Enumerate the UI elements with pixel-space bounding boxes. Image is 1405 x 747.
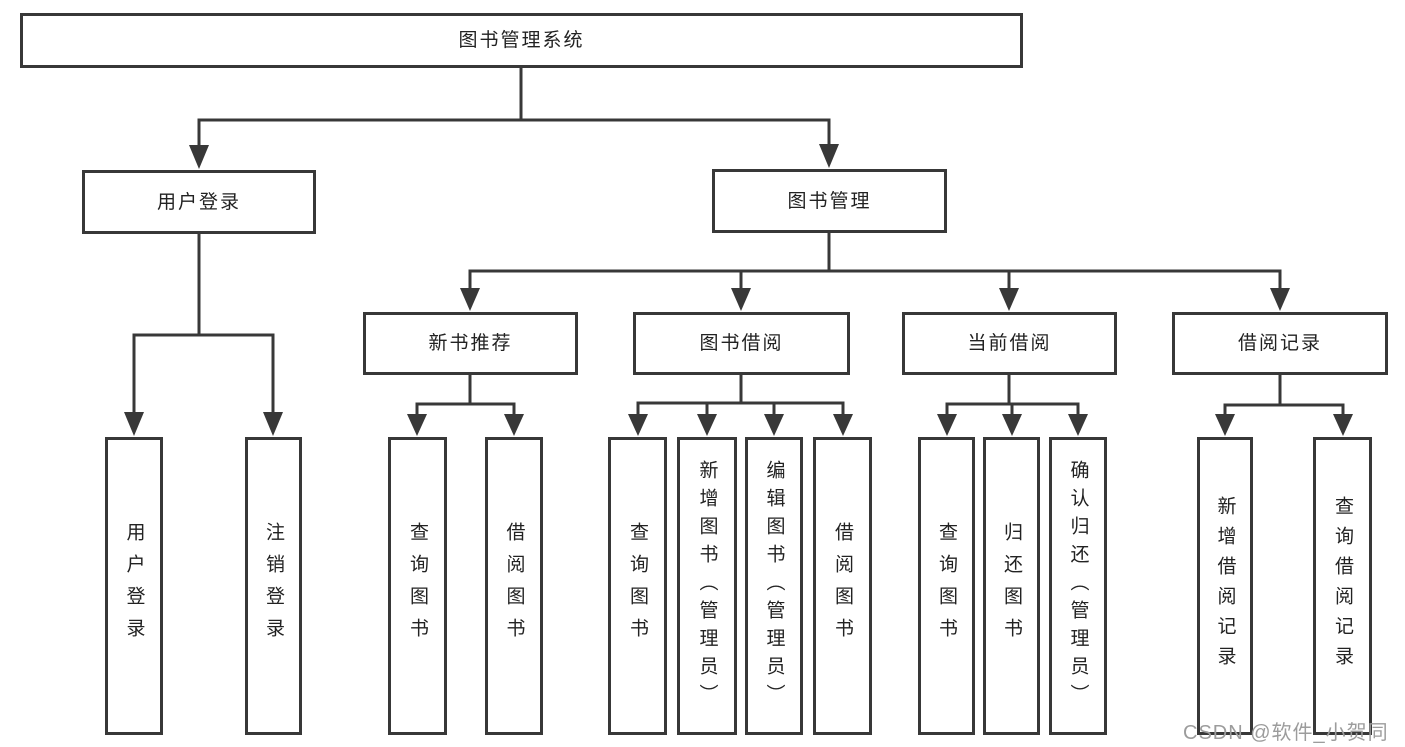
leaf-borrow-books: 借阅图书: [813, 437, 872, 735]
arrow-down-icon: [937, 414, 957, 436]
arrow-down-icon: [124, 412, 144, 436]
arrow-down-icon: [697, 414, 717, 436]
node-borrowing-records: 借阅记录: [1172, 312, 1388, 375]
arrow-down-icon: [1333, 414, 1353, 436]
node-book-management: 图书管理: [712, 169, 947, 233]
leaf-query-books-current: 查询图书: [918, 437, 975, 735]
connector-book-management-children: [460, 232, 1290, 311]
watermark: CSDN @软件_小贺同学: [1183, 722, 1389, 744]
arrow-down-icon: [999, 288, 1019, 311]
node-user-login: 用户登录: [82, 170, 316, 234]
node-book-borrowing: 图书借阅: [633, 312, 850, 375]
arrow-down-icon: [764, 414, 784, 436]
arrow-down-icon: [263, 412, 283, 436]
arrow-down-icon: [833, 414, 853, 436]
connector-user-login-children: [124, 234, 283, 436]
arrow-down-icon: [628, 414, 648, 436]
arrow-down-icon: [504, 414, 524, 436]
arrow-down-icon: [1215, 414, 1235, 436]
leaf-return-books: 归还图书: [983, 437, 1040, 735]
leaf-add-books-admin: 新增图书（管理员）: [677, 437, 737, 735]
leaf-confirm-return-admin: 确认归还（管理员）: [1049, 437, 1107, 735]
connector-borrow-record-children: [1215, 374, 1353, 436]
leaf-query-books-recommend: 查询图书: [388, 437, 447, 735]
arrow-down-icon: [1270, 288, 1290, 311]
connector-current-borrow-children: [937, 374, 1088, 436]
arrow-down-icon: [1002, 414, 1022, 436]
arrow-down-icon: [407, 414, 427, 436]
arrow-down-icon: [189, 145, 209, 169]
leaf-user-login: 用户登录: [105, 437, 163, 735]
leaf-logout: 注销登录: [245, 437, 302, 735]
connector-book-borrow-children: [628, 374, 853, 436]
leaf-edit-books-admin: 编辑图书（管理员）: [745, 437, 803, 735]
node-new-book-recommendation: 新书推荐: [363, 312, 578, 375]
connector-new-book-children: [407, 374, 524, 436]
leaf-borrow-books-recommend: 借阅图书: [485, 437, 543, 735]
leaf-query-books-borrowing: 查询图书: [608, 437, 667, 735]
connector-root-to-level2: [189, 66, 839, 169]
leaf-query-borrow-record: 查询借阅记录: [1313, 437, 1372, 735]
arrow-down-icon: [460, 288, 480, 311]
arrow-down-icon: [819, 144, 839, 168]
node-root: 图书管理系统: [20, 13, 1023, 68]
node-current-borrowing: 当前借阅: [902, 312, 1117, 375]
arrow-down-icon: [1068, 414, 1088, 436]
arrow-down-icon: [731, 288, 751, 311]
leaf-add-borrow-record: 新增借阅记录: [1197, 437, 1253, 735]
